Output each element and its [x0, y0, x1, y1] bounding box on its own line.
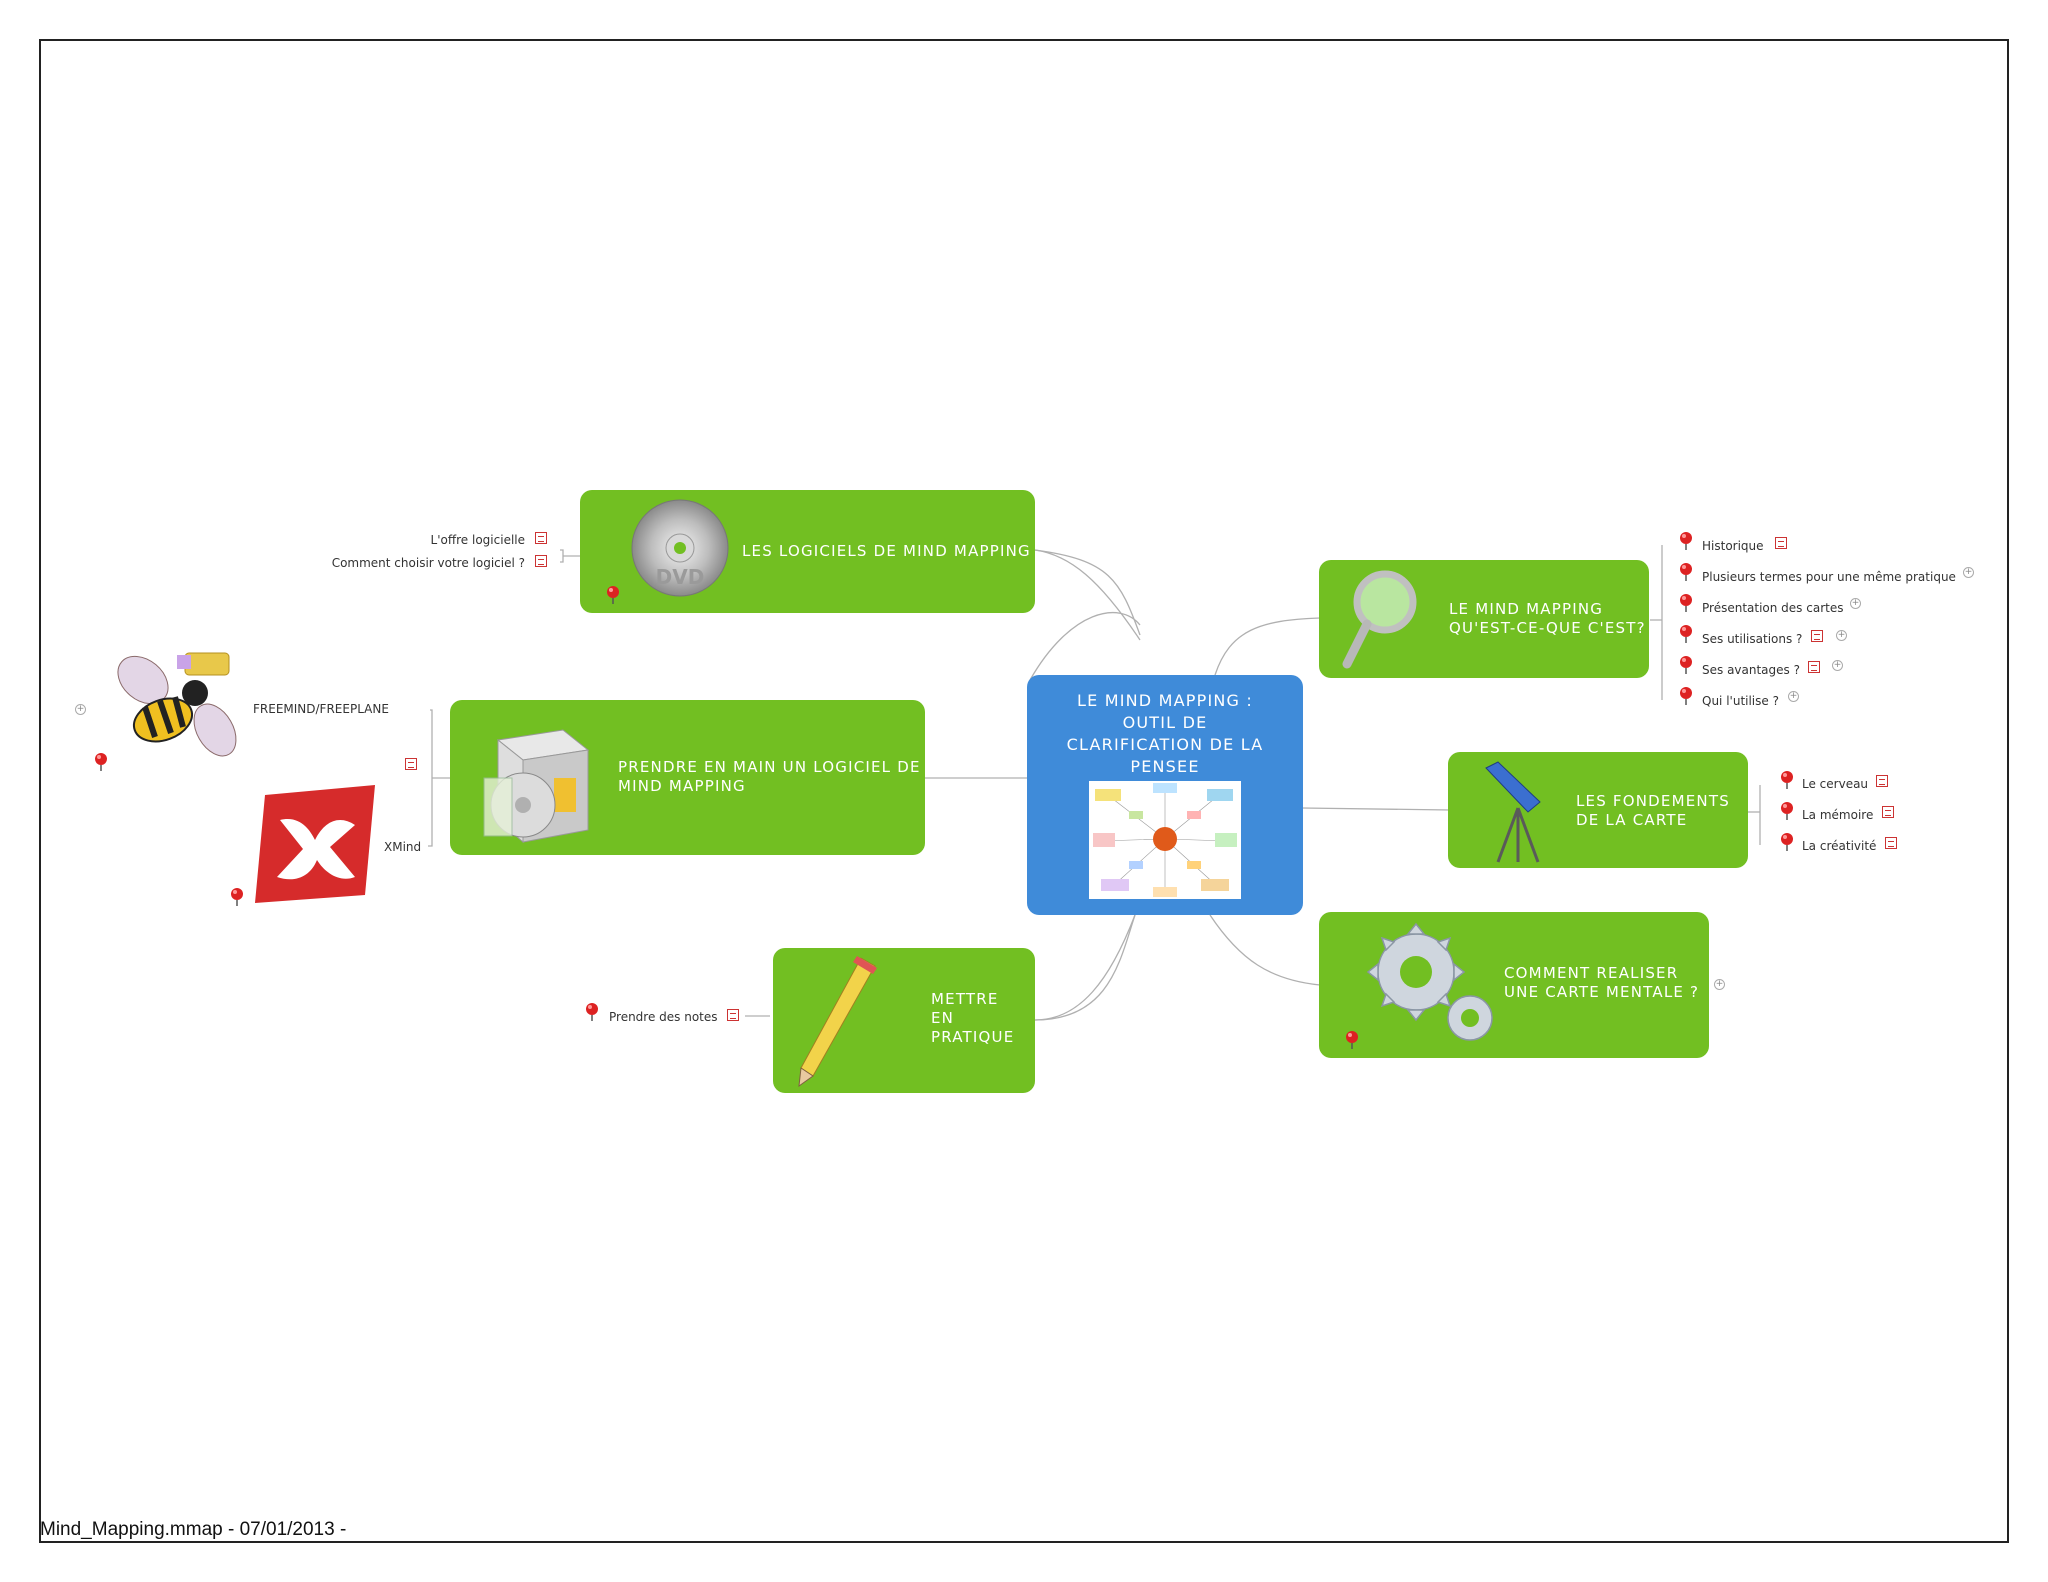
marker-pin-icon — [95, 753, 107, 771]
central-topic[interactable]: LE MIND MAPPING : OUTIL DE CLARIFICATION… — [1027, 675, 1303, 915]
leaf-presentation-cartes[interactable]: Présentation des cartes — [1702, 601, 1843, 615]
leaf-prendre-des-notes[interactable]: Prendre des notes — [609, 1010, 718, 1024]
note-icon[interactable] — [1876, 775, 1888, 787]
leaf-label: Ses avantages ? — [1702, 663, 1800, 677]
leaf-label: Ses utilisations ? — [1702, 632, 1803, 646]
topic-quest-ce[interactable]: LE MIND MAPPING QU'EST-CE-QUE C'EST? — [1319, 560, 1649, 678]
marker-pin-icon — [1781, 771, 1793, 789]
topic-comment-label: COMMENT REALISER UNE CARTE MENTALE ? — [1504, 964, 1700, 1001]
leaf-qui-utilise[interactable]: Qui l'utilise ? — [1702, 694, 1779, 708]
leaf-utilisations[interactable]: Ses utilisations ? — [1702, 632, 1802, 646]
leaf-label: Plusieurs termes pour une même pratique — [1702, 570, 1956, 584]
marker-pin-icon — [1680, 687, 1692, 705]
marker-pin-icon — [1781, 833, 1793, 851]
leaf-freemind[interactable]: FREEMIND/FREEPLANE — [253, 702, 389, 716]
leaf-label: Prendre des notes — [609, 1010, 718, 1024]
central-topic-label: LE MIND MAPPING : OUTIL DE CLARIFICATION… — [1066, 691, 1264, 776]
expand-icon[interactable]: + — [1836, 630, 1847, 641]
expand-icon[interactable]: + — [1832, 660, 1843, 671]
leaf-creativite[interactable]: La créativité — [1802, 839, 1876, 853]
mind-map-thumbnail — [1089, 781, 1241, 899]
expand-icon[interactable]: + — [1963, 567, 1974, 578]
marker-pin-icon — [607, 586, 619, 604]
note-icon[interactable] — [727, 1009, 739, 1021]
leaf-xmind[interactable]: XMind — [384, 840, 421, 854]
leaf-comment-choisir[interactable]: Comment choisir votre logiciel ? — [300, 556, 525, 570]
marker-pin-icon — [1680, 594, 1692, 612]
expand-icon[interactable]: + — [1850, 598, 1861, 609]
leaf-memoire[interactable]: La mémoire — [1802, 808, 1873, 822]
leaf-historique[interactable]: Historique — [1702, 539, 1764, 553]
marker-pin-icon — [1781, 802, 1793, 820]
topic-fondements[interactable]: LES FONDEMENTS DE LA CARTE — [1448, 752, 1748, 868]
leaf-label: La mémoire — [1802, 808, 1874, 822]
svg-text:DVD: DVD — [656, 565, 705, 589]
note-icon[interactable] — [1885, 837, 1897, 849]
marker-pin-icon — [1680, 625, 1692, 643]
topic-quest-ce-label: LE MIND MAPPING QU'EST-CE-QUE C'EST? — [1449, 600, 1646, 637]
note-icon[interactable] — [405, 758, 417, 770]
expand-icon[interactable]: + — [1788, 691, 1799, 702]
leaf-avantages[interactable]: Ses avantages ? — [1702, 663, 1800, 677]
marker-pin-icon — [1680, 656, 1692, 674]
page-frame — [39, 39, 2009, 1543]
marker-pin-icon — [231, 888, 243, 906]
note-icon[interactable] — [1808, 661, 1820, 673]
leaf-label: Historique — [1702, 539, 1764, 553]
note-icon[interactable] — [1775, 537, 1787, 549]
leaf-label: L'offre logicielle — [430, 533, 525, 547]
leaf-label: XMind — [384, 840, 422, 854]
topic-logiciels[interactable]: DVD LES LOGICIELS DE MIND MAPPING — [580, 490, 1035, 613]
leaf-offre-logicielle[interactable]: L'offre logicielle — [380, 533, 525, 547]
topic-pratique-label: METTRE EN PRATIQUE — [931, 990, 1015, 1046]
page-footer: Mind_Mapping.mmap - 07/01/2013 - — [40, 1519, 347, 1540]
note-icon[interactable] — [1882, 806, 1894, 818]
marker-pin-icon — [1346, 1031, 1358, 1049]
topic-comment[interactable]: COMMENT REALISER UNE CARTE MENTALE ? — [1319, 912, 1709, 1058]
topic-logiciels-label: LES LOGICIELS DE MIND MAPPING — [742, 542, 1031, 560]
note-icon[interactable] — [535, 555, 547, 567]
leaf-label: FREEMIND/FREEPLANE — [253, 702, 389, 716]
leaf-cerveau[interactable]: Le cerveau — [1802, 777, 1868, 791]
leaf-label: Qui l'utilise ? — [1702, 694, 1779, 708]
marker-pin-icon — [1680, 532, 1692, 550]
topic-fondements-label: LES FONDEMENTS DE LA CARTE — [1576, 792, 1730, 829]
note-icon[interactable] — [535, 532, 547, 544]
expand-icon[interactable]: + — [1714, 979, 1725, 990]
topic-prendre-en-main[interactable]: PRENDRE EN MAIN UN LOGICIEL DE MIND MAPP… — [450, 700, 925, 855]
leaf-label: Le cerveau — [1802, 777, 1869, 791]
topic-pratique[interactable]: METTRE EN PRATIQUE — [773, 948, 1035, 1093]
marker-pin-icon — [586, 1003, 598, 1021]
note-icon[interactable] — [1811, 630, 1823, 642]
topic-prendre-en-main-label: PRENDRE EN MAIN UN LOGICIEL DE MIND MAPP… — [618, 758, 921, 795]
leaf-label: La créativité — [1802, 839, 1877, 853]
leaf-plusieurs-termes[interactable]: Plusieurs termes pour une même pratique — [1702, 570, 1956, 584]
marker-pin-icon — [1680, 563, 1692, 581]
leaf-label: Comment choisir votre logiciel ? — [331, 556, 525, 570]
leaf-label: Présentation des cartes — [1702, 601, 1844, 615]
expand-icon[interactable]: + — [75, 704, 86, 715]
